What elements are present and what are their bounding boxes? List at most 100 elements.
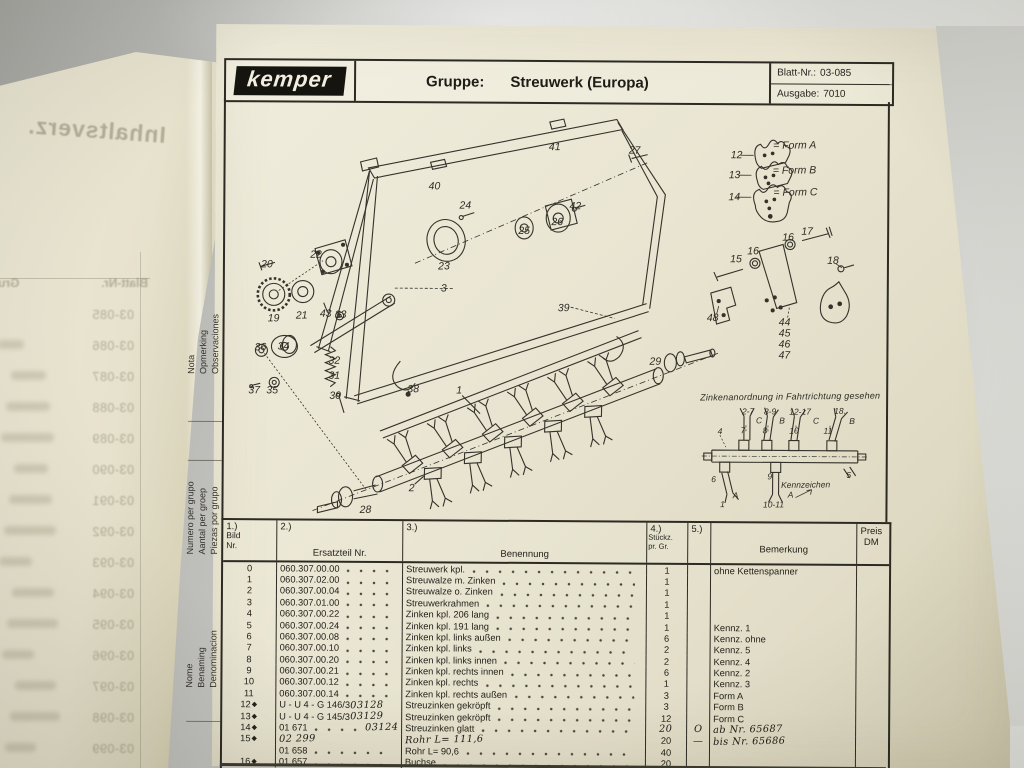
table-cell: 6 <box>222 630 277 643</box>
diagram-label: 6 <box>711 474 717 485</box>
diagram-label: 2 <box>408 482 415 495</box>
diagram-label: 16 <box>782 231 795 244</box>
diagram-label: A <box>787 489 794 500</box>
diagram-label: 36 <box>254 341 267 354</box>
table-cell: 060.307.00.00 <box>277 562 404 575</box>
table-cell <box>857 611 885 623</box>
table-cell: 12◆ <box>222 698 277 711</box>
bleedthrough-smudge <box>6 402 50 411</box>
table-cell <box>856 680 884 692</box>
table-cell <box>856 657 884 669</box>
diagram-label: 18 <box>827 254 839 267</box>
table-cell <box>221 744 277 756</box>
table-cell: — <box>687 735 711 748</box>
table-cell <box>857 589 885 601</box>
table-cell: 40 <box>645 746 688 759</box>
table-cell: 01 658 <box>275 744 403 757</box>
table-cell: bis Nr. 65686 <box>710 735 857 748</box>
table-cell <box>709 747 857 760</box>
diagram-label: 5 <box>846 469 852 480</box>
table-cell: Form C <box>710 712 857 726</box>
table-cell <box>857 577 885 589</box>
table-cell: ab Nr. 65687 <box>710 724 857 737</box>
table-cell: 060.307.01.00 <box>276 596 403 609</box>
table-cell: 060.307.00.14 <box>276 687 403 700</box>
table-cell: 1 <box>647 564 689 577</box>
table-cell: 20 <box>646 723 688 736</box>
ausgabe-label: Ausgabe: <box>776 88 820 100</box>
table-cell: 8 <box>222 653 277 665</box>
table-cell <box>687 655 711 668</box>
diagram-label: 38 <box>407 383 420 396</box>
diagram-label: 10-11 <box>762 499 785 510</box>
diagram-label: C <box>755 415 763 426</box>
table-cell: Kennz. 4 <box>710 656 857 669</box>
table-cell <box>857 623 885 635</box>
table-cell <box>857 566 885 578</box>
diagram-label: 15 <box>730 253 742 266</box>
ausgabe-value: 7010 <box>823 88 846 100</box>
table-cell: Rohr L= 111,6 <box>402 733 647 747</box>
table-cell: 060.307.00.20 <box>276 653 403 666</box>
col-header-preis-dm: Preis DM <box>860 525 883 549</box>
diagram-label: Kennzeichen <box>780 479 831 490</box>
table-cell: 15◆ <box>222 732 277 745</box>
table-cell <box>687 712 711 725</box>
diagram-label: 12 <box>730 149 743 162</box>
diagram-label: 40 <box>428 180 441 193</box>
diagram-label: 25 <box>518 224 531 237</box>
table-cell: 1 <box>646 610 688 622</box>
table-cell: 14◆ <box>222 721 277 734</box>
sheet-info-cell: Blatt-Nr.: 03-085 Ausgabe: 7010 <box>768 63 893 105</box>
table-cell: 6 <box>646 632 688 645</box>
diagram-label: 24 <box>459 199 472 212</box>
diagram-label: 9 <box>767 471 773 482</box>
diagram-label: 13 <box>728 169 741 182</box>
table-cell: Kennz. ohne <box>710 633 857 646</box>
diagram-label: Zinkenanordnung in Fahrtrichtung gesehen <box>700 390 881 403</box>
table-cell: 6 <box>646 667 688 679</box>
diagram-label: = Form C <box>773 186 818 199</box>
table-cell <box>687 644 711 657</box>
table-cell: 0 <box>223 562 278 574</box>
blatt-value: 03-085 <box>819 67 852 80</box>
diagram-label: 7 <box>740 425 746 436</box>
parts-table-header: 1.) Bild Nr. 2.) Ersatzteil Nr. 3.) Bene… <box>223 520 890 567</box>
blatt-nr-row: Blatt-Nr.: 03-085 <box>771 63 893 85</box>
table-cell <box>710 610 857 623</box>
diagram-label: 39 <box>557 302 570 315</box>
bleedthrough-rule <box>0 278 150 279</box>
diagram-label: 12-17 <box>789 406 811 417</box>
table-cell: 7 <box>222 641 277 654</box>
bleedthrough-smudge <box>12 588 54 597</box>
diagram-label: 42 <box>569 200 582 213</box>
table-cell: 2 <box>222 584 277 597</box>
diagram-label: 8-9 <box>763 406 777 417</box>
diagram-label: 33 <box>334 308 347 321</box>
table-cell <box>687 576 712 588</box>
table-cell: Kennz. 1 <box>710 621 857 635</box>
table-cell <box>856 714 884 726</box>
table-cell: 12 <box>646 712 688 725</box>
table-cell: 1 <box>646 576 689 588</box>
table-cell <box>710 599 857 612</box>
table-cell: 1 <box>646 598 688 611</box>
table-cell: 1 <box>646 587 688 600</box>
table-cell: ohne Kettenspanner <box>711 565 858 578</box>
diagram-label: 26 <box>551 216 564 229</box>
margin-divider <box>187 459 222 462</box>
table-cell: Kennz. 5 <box>710 644 857 657</box>
table-cell: 060.307.00.21 <box>276 664 403 677</box>
diagram-label: 27 <box>628 144 641 157</box>
table-cell <box>856 748 884 760</box>
margin-divider <box>186 720 221 723</box>
table-cell <box>856 702 884 714</box>
table-cell: 10 <box>222 675 277 688</box>
col-header-ersatzteil-nr: 2.) Ersatzteil Nr. <box>277 520 404 562</box>
table-cell: 060.307.00.08 <box>276 630 403 643</box>
gruppe-label: Gruppe: <box>426 72 485 91</box>
table-cell: 1 <box>646 621 688 634</box>
